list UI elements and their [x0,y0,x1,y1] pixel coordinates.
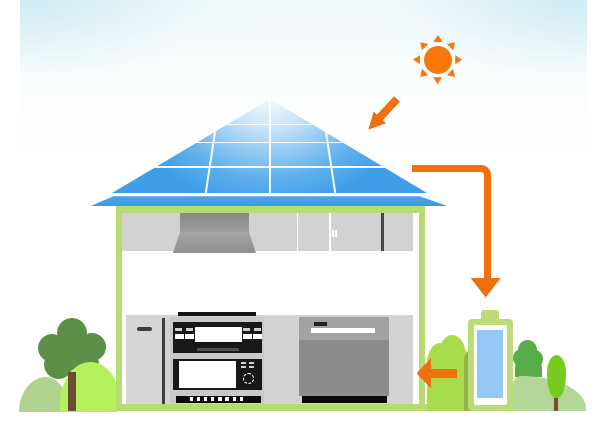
refrigerator [126,318,165,404]
range-hood-box [180,213,249,232]
upper-cabinets [121,213,413,251]
base-button [211,397,215,402]
round-tree-right [546,354,567,398]
cabinet-divider-dark [381,213,384,251]
dishwasher-handle-slot [311,328,375,334]
refrigerator-handle [137,326,152,331]
base-button [232,397,237,402]
cabinet-handle [331,229,334,237]
oven-button [174,334,184,339]
oven-base-strip [175,395,261,403]
battery-charge-level [477,329,503,398]
oven-base-buttons [189,397,247,402]
base-button [225,397,229,402]
battery-terminal [481,310,499,321]
sky-tint-left [20,0,285,105]
microwave-button [241,366,246,369]
oven-button [253,334,263,339]
cabinet-divider [329,213,332,251]
refrigerator-edge [161,318,165,404]
base-button [203,397,208,402]
house-frame-right [418,206,425,411]
sky-tint-right [322,0,587,105]
cabinet-divider [296,213,299,251]
dishwasher-kick-plate [302,396,387,403]
dishwasher-door [299,339,389,396]
microwave-button [248,366,254,369]
oven-button [185,327,193,332]
house-frame-top [116,206,425,213]
dishwasher-control [313,321,327,326]
tree-canopy-center [54,328,89,363]
tree-trunk-right [554,392,559,411]
oven-button [175,327,182,332]
sun-icon [424,45,452,74]
base-button [218,397,222,402]
base-button [189,397,193,402]
ground-strip [116,404,516,411]
roof-fascia [91,196,447,206]
oven-button [243,327,250,332]
counter-shadow-bar [178,312,256,316]
microwave-window [179,360,236,388]
microwave-button [248,361,254,364]
oven-display-window [194,326,242,342]
range-hood-canopy [173,232,256,253]
tree-trunk-left [68,371,76,411]
oven-button [242,334,252,339]
base-button [239,397,244,402]
microwave-button [241,361,246,364]
arrow-battery-to-house-shaft [429,368,457,378]
base-button [196,397,201,402]
oven-vent-dash [196,347,239,352]
conifer-tree-base [514,356,542,377]
microwave-dial [242,372,254,384]
arrow-roof-to-battery-elbow [412,164,491,279]
oven-button [253,327,261,332]
house-frame-left [116,206,122,411]
oven-button [185,334,195,339]
cabinet-handle [334,229,337,237]
sun-ray [433,34,443,43]
panel-grid-line [269,99,271,193]
